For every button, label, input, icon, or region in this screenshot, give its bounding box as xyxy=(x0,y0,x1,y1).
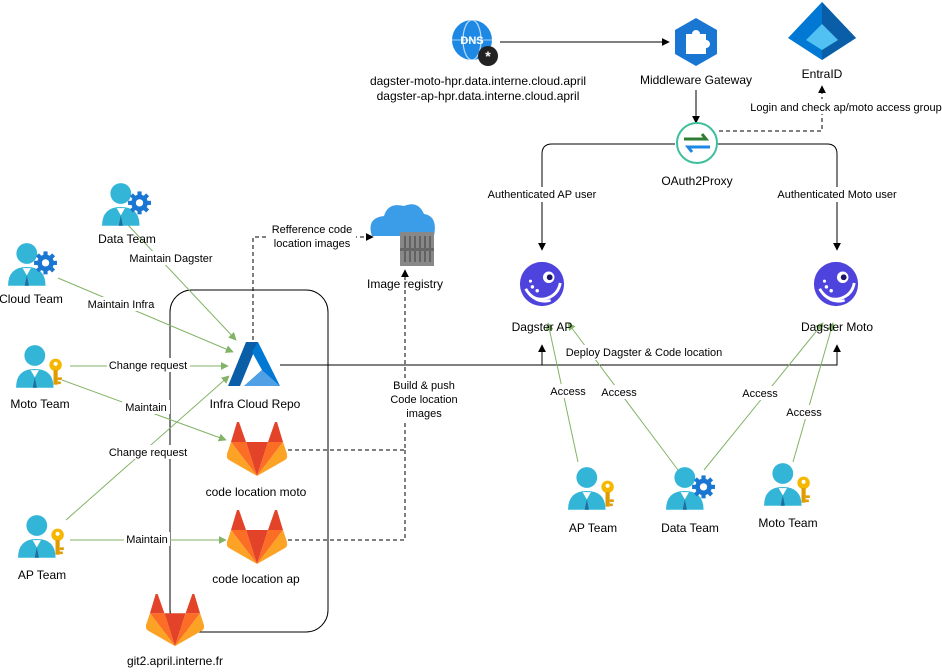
edge-infra-registry xyxy=(252,233,374,340)
ap-team-bottom-label: AP Team xyxy=(569,521,617,535)
moto-team-bottom-label: Moto Team xyxy=(758,516,817,530)
edge-label-maintain-infra: Maintain Infra xyxy=(88,299,156,311)
dagster-octopus-icon xyxy=(518,260,566,308)
edge-label-build-2: Code location xyxy=(390,394,457,406)
dagster-octopus-icon xyxy=(812,260,860,308)
edge-cloud-infra xyxy=(57,277,234,353)
dns-name-ap: dagster-ap-hpr.data.interne.cloud.april xyxy=(377,89,580,103)
edge-label-maintain-moto: Maintain xyxy=(125,402,167,414)
svg-text:DNS: DNS xyxy=(460,35,483,47)
code-loc-ap-label: code location ap xyxy=(212,572,300,586)
user-key-icon xyxy=(18,515,64,558)
edge-label-auth-ap: Authenticated AP user xyxy=(488,189,597,201)
git-server-label: git2.april.interne.fr xyxy=(127,654,223,668)
user-gear-icon xyxy=(8,243,57,286)
edge-label-build-1: Build & push xyxy=(393,380,455,392)
user-key-icon xyxy=(568,467,614,510)
edge-label-login: Login and check ap/moto access group xyxy=(750,102,941,114)
infra-repo-label: Infra Cloud Repo xyxy=(210,397,301,411)
user-gear-icon xyxy=(102,183,151,226)
edge-label-ref-1: Refference code xyxy=(272,224,353,236)
edge-label-build-3: images xyxy=(406,408,442,420)
gitlab-fox-icon xyxy=(227,510,287,564)
entra-label: EntraID xyxy=(802,67,843,81)
dagster-moto-label: Dagster Moto xyxy=(801,320,873,334)
container-registry-icon xyxy=(370,204,435,266)
edge-label-access-data-ap: Access xyxy=(601,387,637,399)
edge-label-access-data-moto: Access xyxy=(742,388,778,400)
edge-label-access-mototeam: Access xyxy=(786,407,822,419)
puzzle-icon xyxy=(675,18,717,66)
edge-label-ref-2: location images xyxy=(274,238,351,250)
user-key-icon xyxy=(16,345,62,388)
middleware-label: Middleware Gateway xyxy=(640,73,752,87)
edge-label-auth-moto: Authenticated Moto user xyxy=(777,189,897,201)
gitlab-fox-icon xyxy=(146,594,204,647)
data-team-top-label: Data Team xyxy=(98,232,156,246)
ap-team-left-label: AP Team xyxy=(18,568,66,582)
azure-repos-icon xyxy=(228,342,280,386)
edge-moto-registry xyxy=(288,269,409,451)
registry-label: Image registry xyxy=(367,277,443,291)
edge-deploy-moto xyxy=(280,344,841,366)
data-team-bottom-label: Data Team xyxy=(661,521,719,535)
code-loc-moto-label: code location moto xyxy=(206,485,307,499)
edge-oauth-dagster-moto xyxy=(718,143,841,251)
dns-globe-icon: DNS * xyxy=(452,19,498,66)
gitlab-fox-icon xyxy=(227,422,287,476)
cloud-team-label: Cloud Team xyxy=(0,292,63,306)
user-gear-icon xyxy=(666,467,715,510)
edge-label-change-moto: Change request xyxy=(109,360,187,372)
edge-data-infra xyxy=(127,224,237,341)
oauth-proxy-icon xyxy=(676,122,718,164)
edge-oauth-dagster-ap xyxy=(538,143,675,251)
edge-mototeam-access xyxy=(792,322,835,463)
oauth-label: OAuth2Proxy xyxy=(661,174,732,188)
dns-name-moto: dagster-moto-hpr.data.interne.cloud.apri… xyxy=(370,74,586,88)
edge-label-change-ap: Change request xyxy=(109,447,187,459)
edge-label-access-apteam: Access xyxy=(550,386,586,398)
edge-label-maintain-dagster: Maintain Dagster xyxy=(129,253,212,265)
entra-id-icon xyxy=(788,2,856,60)
moto-team-left-label: Moto Team xyxy=(10,397,69,411)
dagster-ap-label: Dagster AP xyxy=(512,320,573,334)
edge-ap-registry xyxy=(288,450,406,541)
edge-label-maintain-ap: Maintain xyxy=(126,534,168,546)
svg-text:*: * xyxy=(485,48,491,64)
repos-container xyxy=(169,289,329,633)
edge-label-deploy: Deploy Dagster & Code location xyxy=(566,347,723,359)
user-key-icon xyxy=(764,463,810,506)
